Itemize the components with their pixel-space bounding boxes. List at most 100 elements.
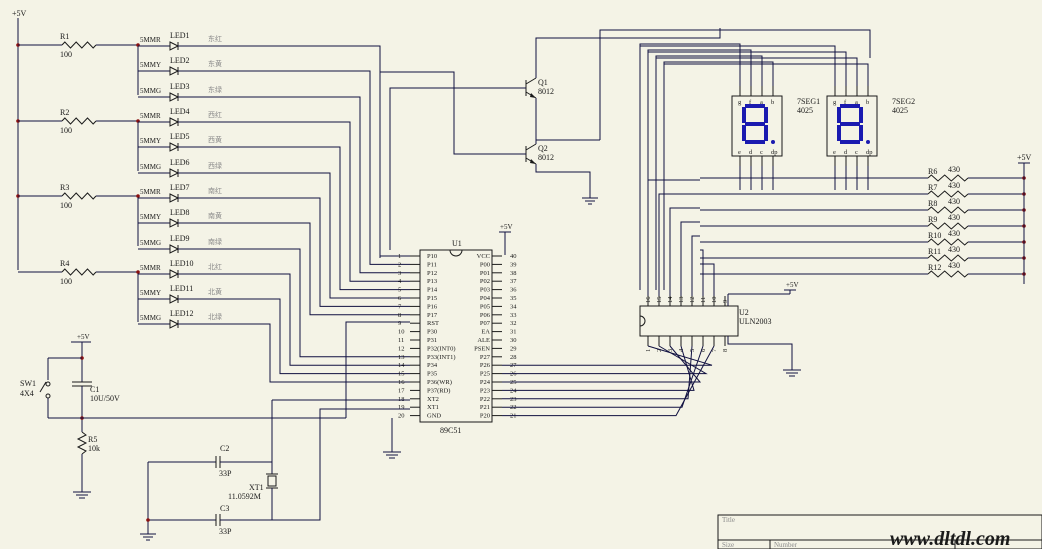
segment-resistor-ref: R10 (928, 231, 941, 240)
segment (837, 125, 841, 141)
mcu-pin-name: P14 (427, 287, 438, 294)
display-pin-label: a (760, 99, 763, 106)
led-type: 5MMY (140, 289, 161, 297)
mcu-pin-num: 8 (398, 312, 401, 319)
mcu-pin-num: 28 (510, 354, 517, 361)
supply-label-mcu: +5V (500, 223, 513, 231)
segment-resistor-value: 430 (948, 213, 960, 222)
row-resistor (61, 41, 97, 49)
mcu-pin-name: P37(RD) (427, 387, 450, 394)
led-type: 5MMG (140, 87, 161, 95)
seg1-part: 4025 (797, 106, 813, 115)
led-type: 5MMR (140, 112, 161, 120)
led-type: 5MMG (140, 314, 161, 322)
led-direction-label: 南绿 (208, 237, 222, 246)
mcu-pin-name: P30 (427, 329, 437, 336)
led-direction-label: 东绿 (208, 85, 222, 94)
display-pin-label: c (855, 149, 858, 156)
mcu-ref: U1 (452, 239, 462, 248)
q1-ref: Q1 (538, 78, 548, 87)
sw1-type: 4X4 (20, 389, 34, 398)
mcu-pin-name: P17 (427, 312, 438, 319)
row-resistor (61, 117, 97, 125)
mcu-pin-name: EA (481, 329, 490, 336)
mcu-pin-name: P04 (480, 295, 491, 302)
q2-part: 8012 (538, 153, 554, 162)
segment-resistor-ref: R8 (928, 199, 937, 208)
row-resistor-ref: R3 (60, 183, 69, 192)
mcu-pin-num: 40 (510, 253, 517, 260)
mcu-pin-name: P27 (480, 354, 491, 361)
transistor-q2: Q2 8012 (525, 143, 554, 165)
segment-resistor (927, 270, 969, 278)
segment (764, 107, 768, 123)
mcu-pin-num: 29 (510, 345, 517, 352)
c1-value: 10U/50V (90, 394, 120, 403)
uln-pin-num: 16 (645, 296, 652, 303)
supply-label-left: +5V (12, 9, 27, 18)
supply-label-right: +5V (1017, 153, 1032, 162)
mcu-pin-num: 33 (510, 312, 517, 319)
segment (840, 104, 860, 108)
led-type: 5MMR (140, 264, 161, 272)
mcu-pin-name: P02 (480, 278, 490, 285)
mcu-pin-num: 32 (510, 320, 517, 327)
mcu-pin-name: P22 (480, 396, 490, 403)
seg2-ref: 7SEG2 (892, 97, 915, 106)
mcu-pin-name: P01 (480, 270, 490, 277)
led-9: 5MMG LED9 南绿 (138, 234, 410, 358)
uln-pin-num: 2 (656, 349, 663, 352)
segment-resistor (927, 206, 969, 214)
segment (837, 107, 841, 123)
segment-resistor (927, 254, 969, 262)
segment-resistor-value: 430 (948, 181, 960, 190)
led-ref: LED8 (170, 208, 190, 217)
mcu-pin-name: PSEN (474, 345, 490, 352)
mcu-pin-name: P15 (427, 295, 437, 302)
segment (859, 107, 863, 123)
segment (742, 125, 746, 141)
led-direction-label: 西黄 (208, 135, 222, 144)
uln-pin-num: 11 (700, 297, 707, 303)
display-pin-label: dp (771, 149, 778, 156)
mcu-pin-name: P11 (427, 261, 437, 268)
led-direction-label: 北红 (208, 262, 222, 271)
led-ref: LED11 (170, 284, 193, 293)
segment (764, 125, 768, 141)
mcu-pin-name: P05 (480, 303, 490, 310)
mcu-pin-name: P31 (427, 337, 437, 344)
segment-resistor-ref: R7 (928, 183, 937, 192)
mcu-pin-name: P21 (480, 404, 490, 411)
led-direction-label: 西绿 (208, 161, 222, 170)
segment-resistor (927, 238, 969, 246)
led-ref: LED9 (170, 234, 190, 243)
number-label: Number (774, 541, 798, 549)
led-ref: LED7 (170, 183, 190, 192)
mcu-pin-num: 2 (398, 261, 401, 268)
mcu-pin-num: 3 (398, 270, 401, 277)
mcu-pin-name: P25 (480, 371, 490, 378)
row-resistor (61, 192, 97, 200)
mcu-pin-num: 30 (510, 337, 517, 344)
seg2-part: 4025 (892, 106, 908, 115)
segment-resistor-value: 430 (948, 245, 960, 254)
display-pin-label: e (738, 149, 741, 156)
mcu-pin-num: 37 (510, 278, 517, 285)
uln-ref: U2 (739, 308, 749, 317)
row-resistor-value: 100 (60, 50, 72, 59)
xt1-ref: XT1 (249, 483, 264, 492)
watermark: www.dltdl.com (890, 528, 1010, 549)
uln-pin-num: 5 (689, 349, 696, 352)
size-label: Size (722, 541, 734, 549)
mcu-pin-name: P10 (427, 253, 437, 260)
mcu-pin-num: 6 (398, 295, 402, 302)
led-type: 5MMG (140, 239, 161, 247)
segment-resistor-value: 430 (948, 229, 960, 238)
segment-resistor-ref: R6 (928, 167, 937, 176)
mcu-pin-num: 19 (398, 404, 405, 411)
segment-resistor-value: 430 (948, 261, 960, 270)
uln-pin-num: 7 (711, 348, 718, 352)
